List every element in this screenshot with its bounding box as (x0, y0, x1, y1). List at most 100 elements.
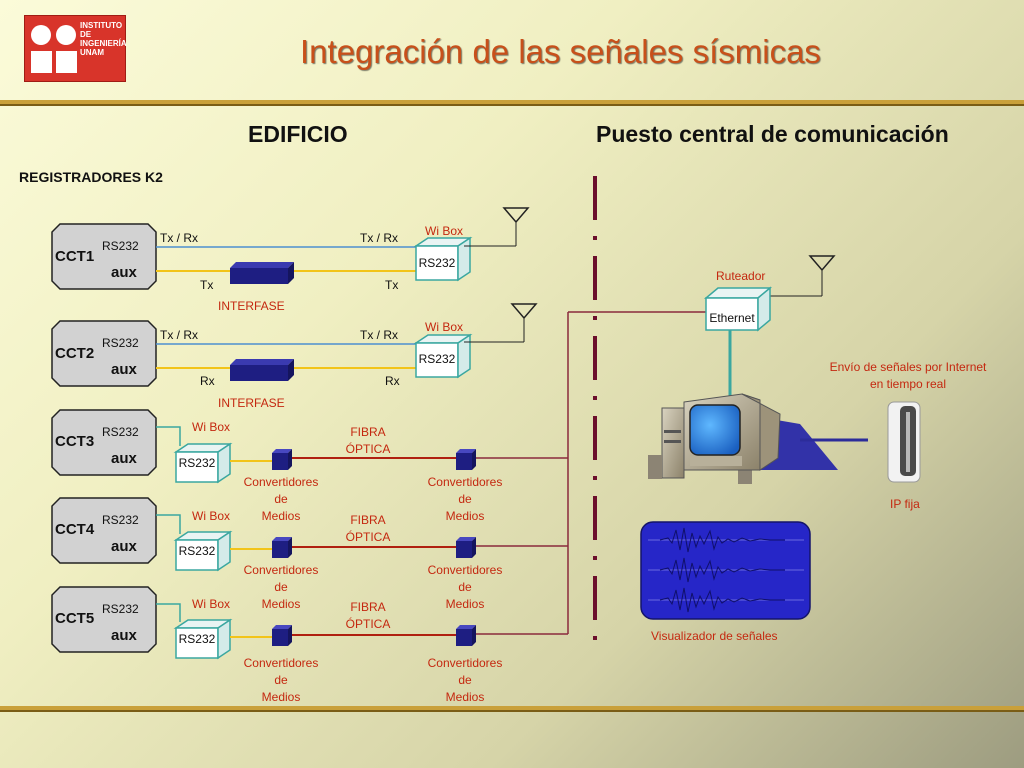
cct5-label: CCT5 (55, 610, 95, 627)
wibox-4-box (173, 530, 233, 572)
converter-3-right-line2: de (458, 492, 472, 506)
converter-5-left (272, 625, 292, 646)
converter-5-right-line3: Medios (445, 690, 485, 704)
fiber-5-label-bottom: ÓPTICA (345, 617, 391, 631)
converter-3-left-line2: de (274, 492, 288, 506)
link2-txrx-right: Tx / Rx (360, 328, 398, 342)
converter-4-left-line3: Medios (261, 597, 301, 611)
wibox-5-label: Wi Box (192, 597, 231, 611)
cct1-recorder (51, 223, 157, 290)
internet-label-line2: en tiempo real (869, 377, 947, 391)
fiber-3-label-top: FIBRA (350, 425, 386, 439)
cct5-rs232-label: RS232 (102, 602, 139, 616)
wibox-4-rs232: RS232 (178, 544, 216, 558)
wibox-4-label: Wi Box (192, 509, 231, 523)
converter-4-left-line1: Convertidores (243, 563, 319, 577)
cct1-label: CCT1 (55, 248, 95, 265)
institute-logo: INSTITUTO DE INGENIERÍA UNAM (24, 15, 126, 82)
cct5-aux-label: aux (111, 627, 137, 644)
converter-4-right-line2: de (458, 580, 472, 594)
fiber-4-label-top: FIBRA (350, 513, 386, 527)
visualizer-label: Visualizador de señales (651, 629, 778, 643)
cct2-rs232-label: RS232 (102, 336, 139, 350)
converter-5-right-line2: de (458, 673, 472, 687)
registradores-label: REGISTRADORES K2 (19, 169, 163, 185)
wibox-2-box (413, 333, 473, 379)
cct5-recorder (51, 586, 157, 653)
antenna-2-icon (464, 303, 538, 343)
router-ethernet-label: Ethernet (709, 311, 755, 325)
converter-3-right-line1: Convertidores (427, 475, 503, 489)
wibox-3-rs232: RS232 (178, 456, 216, 470)
cct3-recorder (51, 409, 157, 476)
wibox-1-label: Wi Box (425, 224, 464, 238)
fiber-3-label-bottom: ÓPTICA (345, 442, 391, 456)
wibox-1-rs232: RS232 (418, 256, 456, 270)
cct4-aux-label: aux (111, 538, 137, 555)
logo-text: INSTITUTO DE INGENIERÍA UNAM (80, 21, 127, 57)
cct3-aux-label: aux (111, 450, 137, 467)
converter-5-left-line1: Convertidores (243, 656, 319, 670)
top-rule (0, 100, 1024, 106)
converter-4-left (272, 537, 292, 558)
cct1-aux-label: aux (111, 264, 137, 281)
wibox-3-label: Wi Box (192, 420, 231, 434)
converter-5-left-line3: Medios (261, 690, 301, 704)
computer-icon (648, 393, 838, 484)
cct5-wibox-connector (156, 603, 181, 622)
link1-txrx-right: Tx / Rx (360, 231, 398, 245)
cct4-label: CCT4 (55, 521, 95, 538)
link1-tx-left: Tx (200, 278, 214, 292)
converter-4-left-line2: de (274, 580, 288, 594)
signal-visualizer-screen (640, 521, 811, 620)
cct4-rs232-label: RS232 (102, 513, 139, 527)
converter-5-left-line2: de (274, 673, 288, 687)
cct2-aux-label: aux (111, 361, 137, 378)
router-label: Ruteador (716, 269, 766, 283)
converter-5-right (456, 625, 476, 646)
antenna-1-icon (464, 207, 530, 247)
converter-3-left-line3: Medios (261, 509, 301, 523)
fiber-5-label-top: FIBRA (350, 600, 386, 614)
cct2-recorder (51, 320, 157, 387)
link2-rx-right: Rx (385, 374, 400, 388)
heading-puesto-central: Puesto central de comunicación (596, 121, 949, 147)
converter-5-right-line1: Convertidores (427, 656, 503, 670)
heading-edificio: EDIFICIO (248, 121, 348, 147)
cct2-label: CCT2 (55, 345, 95, 362)
cct3-rs232-label: RS232 (102, 425, 139, 439)
interfase-1-device (230, 262, 294, 284)
wibox-1-box (413, 236, 473, 282)
logo-emblem-icon (28, 21, 80, 77)
ip-fija-label: IP fija (890, 497, 920, 511)
wibox-5-box (173, 618, 233, 660)
cct4-wibox-connector (156, 514, 181, 534)
modem-icon (887, 401, 921, 483)
interfase-2-device (230, 359, 294, 381)
cct1-rs232-label: RS232 (102, 239, 139, 253)
antenna-router-icon (770, 255, 836, 297)
fiber-4-label-bottom: ÓPTICA (345, 530, 391, 544)
interfase-2-label: INTERFASE (218, 396, 285, 410)
slide-title: Integración de las señales sísmicas (300, 33, 821, 70)
wibox-2-label: Wi Box (425, 320, 464, 334)
converter-3-left (272, 449, 292, 470)
cct3-label: CCT3 (55, 433, 95, 450)
converter-3-right (456, 449, 476, 470)
interfase-1-label: INTERFASE (218, 299, 285, 313)
cct4-recorder (51, 497, 157, 564)
internet-label-line1: Envío de señales por Internet (829, 360, 987, 374)
cct3-wibox-connector (156, 426, 181, 446)
wibox-3-box (173, 442, 233, 484)
converter-3-right-line3: Medios (445, 509, 485, 523)
converter-3-left-line1: Convertidores (243, 475, 319, 489)
link1-txrx-left: Tx / Rx (160, 231, 198, 245)
converter-4-right-line1: Convertidores (427, 563, 503, 577)
link2-txrx-left: Tx / Rx (160, 328, 198, 342)
router-box (703, 286, 773, 332)
bottom-rule (0, 706, 1024, 712)
wibox-2-rs232: RS232 (418, 352, 456, 366)
link2-rx-left: Rx (200, 374, 215, 388)
converter-4-right (456, 537, 476, 558)
